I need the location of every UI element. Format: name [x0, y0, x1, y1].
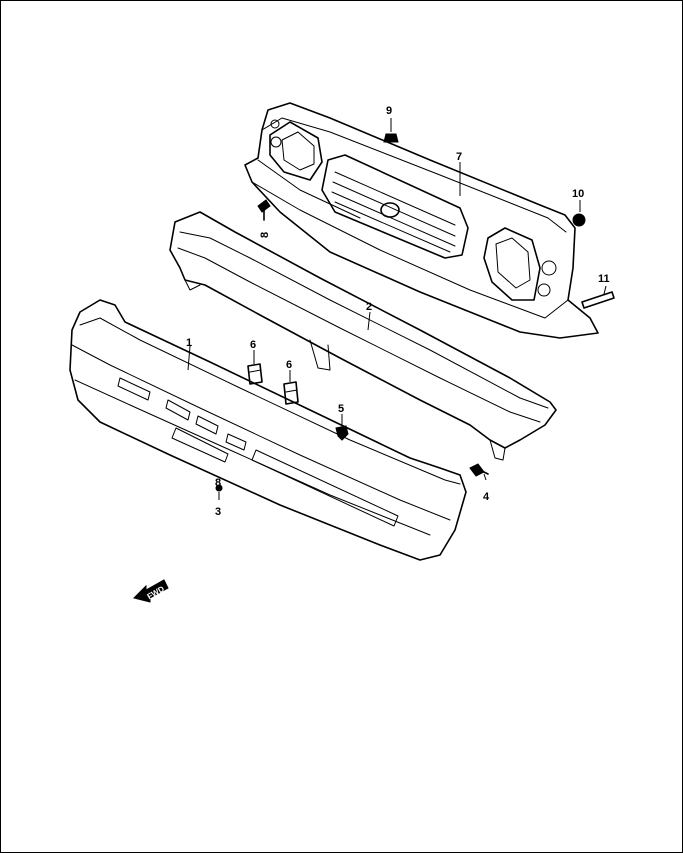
grille-panel	[244, 102, 599, 339]
callout-7: 7	[456, 151, 462, 163]
callout-6a: 6	[250, 339, 256, 351]
clip-5	[335, 414, 349, 441]
callout-8-upper: 8	[259, 232, 271, 238]
fastener-9	[383, 118, 399, 143]
callout-4: 4	[483, 491, 490, 503]
callout-3: 3	[215, 506, 221, 518]
bolt-4	[469, 463, 489, 481]
callout-10: 10	[572, 188, 584, 200]
callout-11: 11	[598, 273, 610, 285]
callout-1: 1	[186, 337, 192, 349]
callout-6b: 6	[286, 359, 292, 371]
forward-arrow-icon: FWD	[133, 579, 169, 603]
clip-6a	[247, 350, 263, 385]
fastener-10	[572, 200, 586, 227]
callout-8-lower: 8	[215, 477, 221, 489]
callout-5: 5	[338, 403, 344, 415]
molding-11	[581, 285, 615, 309]
bumper-reinforcement	[169, 211, 557, 461]
callout-9: 9	[386, 105, 392, 117]
leader-lines	[187, 162, 461, 371]
front-bumper-cover	[69, 299, 467, 561]
callout-2: 2	[366, 301, 372, 313]
screw-8-lower	[215, 484, 223, 500]
clip-6b	[283, 370, 299, 405]
screw-8-upper	[257, 199, 271, 221]
